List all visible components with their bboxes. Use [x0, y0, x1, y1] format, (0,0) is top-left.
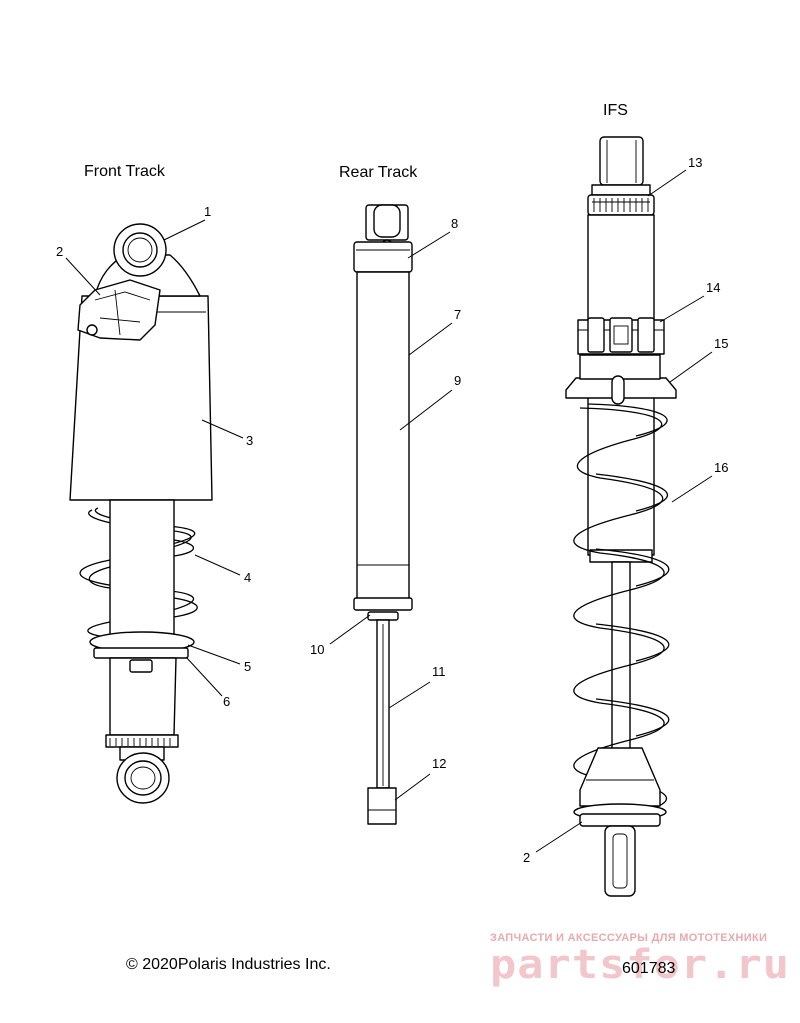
- callout-3: 3: [246, 433, 253, 448]
- ifs-title: IFS: [603, 102, 628, 119]
- rear-track-shock: [353, 204, 413, 825]
- rear-body: [356, 271, 410, 603]
- front-lower-cap: [105, 734, 179, 748]
- ifs-lower-cone: [579, 747, 661, 807]
- rear-bumper: [367, 787, 397, 825]
- rear-track-title: Rear Track: [339, 164, 418, 181]
- callout-13: 13: [688, 155, 702, 170]
- ifs-spring: [573, 403, 670, 813]
- callout-15: 15: [714, 336, 728, 351]
- callout-8: 8: [451, 216, 458, 231]
- ifs-spring-seat-lower: [579, 813, 661, 827]
- front-track-shock: [69, 223, 213, 804]
- front-callouts: 1 2 3 4 5 6: [56, 204, 253, 709]
- watermark: ЗАПЧАСТИ И АКСЕССУАРЫ ДЛЯ МОТОТЕХНИКИ pa…: [490, 932, 790, 988]
- ifs-callouts: 13 14 15 16 2: [523, 155, 728, 865]
- copyright-text: © 2020Polaris Industries Inc.: [126, 956, 331, 973]
- ifs-bottom-eye: [604, 825, 636, 897]
- callout-9: 9: [454, 373, 461, 388]
- callout-1: 1: [204, 204, 211, 219]
- watermark-tagline: ЗАПЧАСТИ И АКСЕССУАРЫ ДЛЯ МОТОТЕХНИКИ: [490, 932, 767, 944]
- ifs-top-mount: [599, 136, 644, 186]
- callout-11: 11: [432, 664, 446, 679]
- callout-14: 14: [706, 280, 720, 295]
- watermark-logo: partsfor.ru: [490, 942, 790, 988]
- ifs-knurl-ring: [587, 194, 655, 216]
- callout-7: 7: [454, 307, 461, 322]
- diagram-number: 601783: [622, 960, 675, 977]
- callout-16: 16: [714, 460, 728, 475]
- callout-12: 12: [432, 756, 446, 771]
- callout-6: 6: [223, 694, 230, 709]
- callout-2-ifs: 2: [523, 850, 530, 865]
- rear-top-cap: [353, 241, 413, 273]
- ifs-shock: [565, 136, 677, 897]
- rear-callouts: 8 7 9 10 11 12: [310, 216, 461, 801]
- callout-4: 4: [244, 570, 251, 585]
- callout-10: 10: [310, 642, 324, 657]
- front-spring-seat: [93, 647, 189, 659]
- callout-2: 2: [56, 244, 63, 259]
- rear-seal: [367, 611, 399, 621]
- callout-5: 5: [244, 659, 251, 674]
- front-track-title: Front Track: [84, 163, 166, 180]
